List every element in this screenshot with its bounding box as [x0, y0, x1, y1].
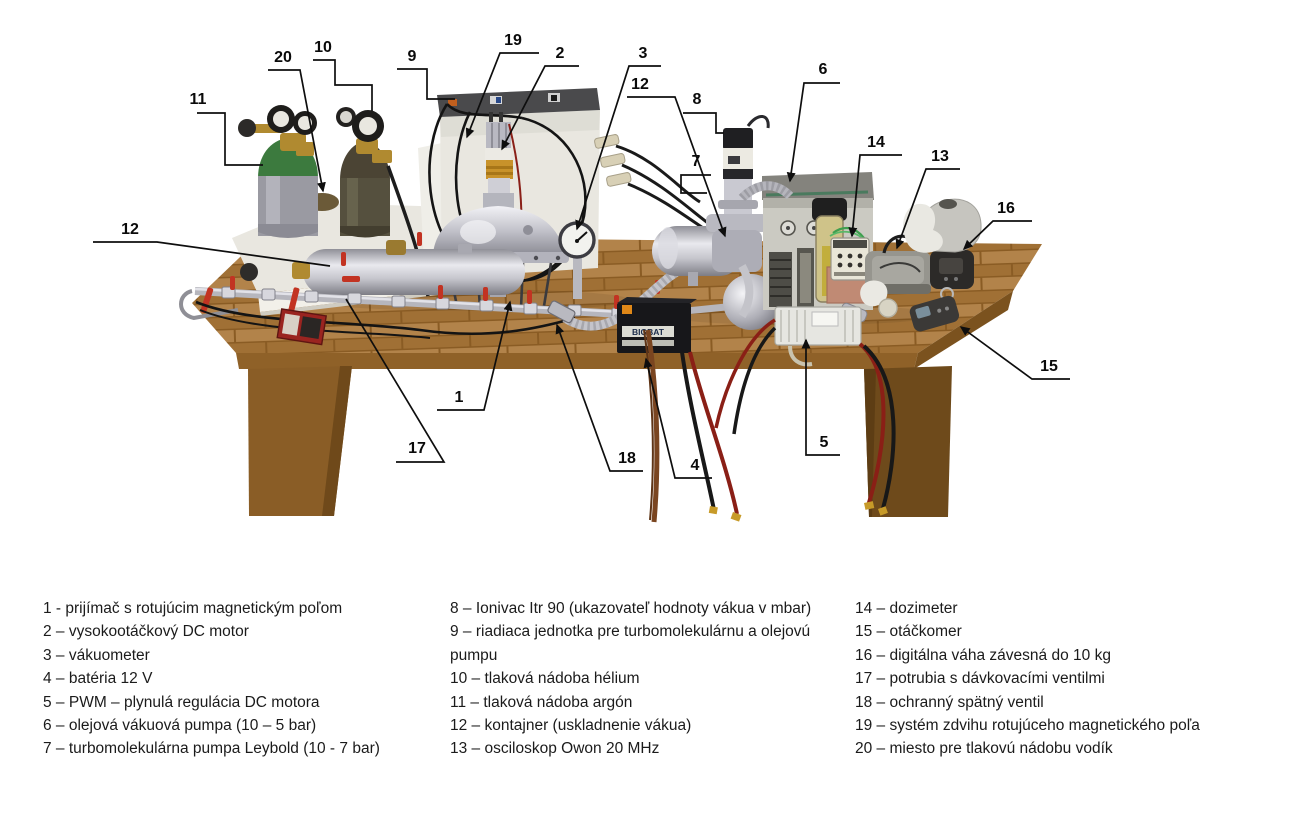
- callout-number: 3: [639, 45, 648, 62]
- turbo-pump-cluster: [706, 176, 779, 330]
- callout-number: 18: [618, 450, 636, 467]
- callout-number: 13: [931, 148, 949, 165]
- callout-number: 8: [693, 91, 702, 108]
- callout-number: 17: [408, 440, 426, 457]
- callout-17: 17: [345, 298, 446, 463]
- legend-item: 1 - prijímač s rotujúcim magnetickým poľ…: [43, 600, 343, 617]
- callout-number: 15: [1040, 358, 1058, 375]
- callout-number: 12: [631, 76, 649, 93]
- callout-2: 2: [501, 45, 579, 151]
- connector-plugs: [594, 134, 632, 187]
- legend-item: 14 – dozimeter: [855, 600, 958, 617]
- callout-number: 16: [997, 200, 1015, 217]
- callout-12-right: 12: [627, 76, 727, 238]
- legend-item: 12 – kontajner (uskladnenie vákua): [450, 717, 692, 735]
- valve-knob: [238, 119, 256, 137]
- legend-item: 2 – vysokootáčkový DC motor: [43, 623, 249, 641]
- callout-1: 1: [437, 300, 513, 411]
- hanging-wires: [643, 318, 896, 523]
- legend-item: 7 – turbomolekulárna pumpa Leybold (10 -…: [43, 740, 380, 758]
- legend-item: 8 – Ionivac Itr 90 (ukazovateľ hodnoty v…: [450, 600, 812, 617]
- callout-13: 13: [895, 148, 960, 250]
- callout-3: 3: [575, 45, 661, 231]
- small-red-box: [276, 308, 328, 346]
- callout-layer: 20 10 9 19 2 3 12 8 7 6 14 13 16 11 12 1 17 18 4 5 15: [93, 32, 1070, 479]
- legend-item: 17 – potrubia s dávkovacími ventilmi: [855, 670, 1105, 688]
- battery-12v: BIGBAT: [617, 297, 697, 353]
- vacuum-container-left: [292, 240, 525, 295]
- legend-column-1: 1 - prijímač s rotujúcim magnetickým poľ…: [43, 597, 443, 761]
- table-leg-right: [864, 366, 952, 517]
- legend-item: 6 – olejová vákuová pumpa (10 – 5 bar): [43, 717, 317, 735]
- callout-9: 9: [397, 48, 455, 100]
- callout-number: 1: [455, 389, 464, 406]
- digital-scale: [930, 250, 974, 301]
- legend-column-2: 8 – Ionivac Itr 90 (ukazovateľ hodnoty v…: [450, 597, 854, 761]
- legend-column-3: 14 – dozimeter 15 – otáčkomer 16 – digitál…: [855, 597, 1285, 761]
- rail-handle: [179, 289, 239, 321]
- callout-number: 10: [314, 39, 332, 56]
- argon-cylinder: [238, 105, 318, 238]
- callout-number: 19: [504, 32, 522, 49]
- table-leg-left: [248, 366, 352, 516]
- callout-number: 11: [190, 91, 207, 108]
- legend-item: 3 – vákuometer: [43, 646, 150, 664]
- callout-number: 12: [121, 221, 139, 238]
- ionivac-meter: [723, 115, 770, 179]
- legend-item: 16 – digitálna váha závesná do 10 kg: [855, 646, 1111, 664]
- callout-20: 20: [268, 49, 326, 193]
- callout-5: 5: [801, 338, 840, 456]
- legend-item: 4 – batéria 12 V: [43, 670, 153, 688]
- legend-item: 18 – ochranný spätný ventil: [855, 693, 1044, 711]
- callout-19: 19: [465, 32, 539, 139]
- callout-number: 14: [867, 134, 885, 151]
- callout-4: 4: [643, 357, 712, 479]
- callout-number: 6: [819, 61, 828, 78]
- callout-number: 9: [408, 48, 417, 65]
- callout-number: 7: [692, 153, 701, 170]
- legend-item: 19 – systém zdvihu rotujúceho magnetické…: [855, 717, 1200, 735]
- legend-item: 20 – miesto pre tlakovú nádobu vodík: [855, 740, 1113, 758]
- legend-item: 11 – tlaková nádoba argón: [450, 693, 633, 711]
- callout-8: 8: [683, 91, 724, 134]
- tachometer: [909, 295, 960, 332]
- legend-item: 9 – riadiaca jednotka pre turbomolekulár…: [450, 623, 811, 664]
- callout-7: 7: [680, 153, 711, 194]
- callout-10: 10: [313, 39, 373, 111]
- legend-item: 10 – tlaková nádoba hélium: [450, 670, 640, 688]
- legend-item: 13 – osciloskop Owon 20 MHz: [450, 740, 660, 758]
- callout-15: 15: [959, 326, 1070, 380]
- callout-number: 5: [820, 434, 829, 451]
- callout-6: 6: [786, 61, 840, 183]
- pwm-regulator: [774, 306, 862, 346]
- callout-number: 4: [691, 457, 700, 474]
- callout-number: 2: [556, 45, 565, 62]
- check-valve: [547, 300, 576, 324]
- callout-11: 11: [190, 91, 263, 166]
- callout-12-left: 12: [93, 221, 331, 267]
- callout-14: 14: [848, 134, 902, 238]
- legend-item: 15 – otáčkomer: [855, 623, 962, 641]
- callout-18: 18: [555, 323, 643, 472]
- callout-number: 20: [274, 49, 292, 66]
- legend-item: 5 – PWM – plynulá regulácia DC motora: [43, 693, 320, 711]
- callout-16: 16: [962, 200, 1032, 251]
- dozimeter: [826, 226, 886, 304]
